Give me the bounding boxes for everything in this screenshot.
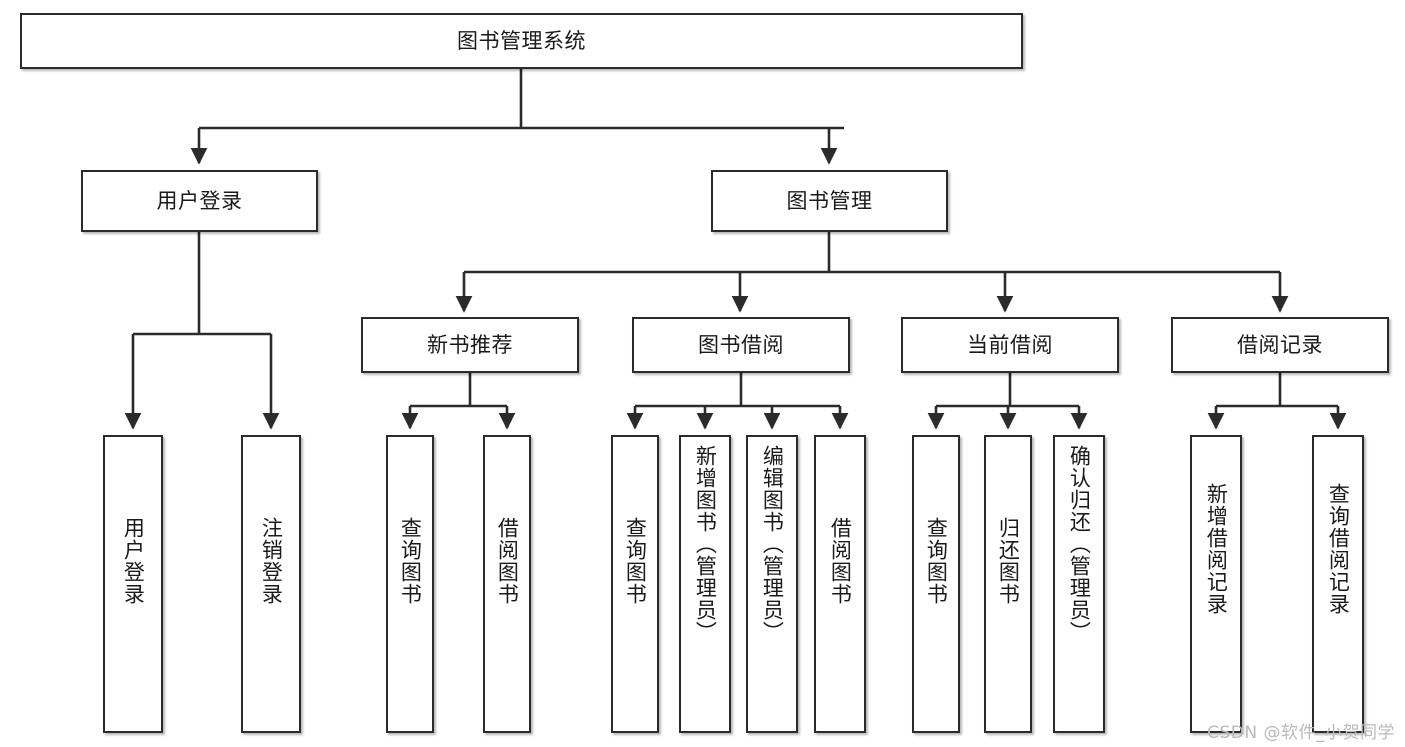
- node-user-login[interactable]: 用户登录: [81, 170, 318, 232]
- node-leaf-edit-book-label: 编辑图书（管理员）: [760, 445, 785, 643]
- node-borrow-record[interactable]: 借阅记录: [1171, 317, 1389, 373]
- node-root[interactable]: 图书管理系统: [20, 13, 1023, 69]
- node-leaf-confirm-return[interactable]: 确认归还（管理员）: [1053, 435, 1105, 733]
- node-leaf-borrow-book-1[interactable]: 借阅图书: [483, 435, 531, 733]
- node-root-label: 图书管理系统: [457, 28, 586, 53]
- node-leaf-confirm-return-label: 确认归还（管理员）: [1067, 445, 1092, 643]
- node-leaf-query-record-label: 查询借阅记录: [1326, 483, 1351, 615]
- node-leaf-return-book[interactable]: 归还图书: [984, 435, 1032, 733]
- node-leaf-query-book-1-label: 查询图书: [398, 517, 423, 605]
- node-book-manage[interactable]: 图书管理: [711, 170, 948, 232]
- node-current-borrow[interactable]: 当前借阅: [901, 317, 1119, 373]
- node-leaf-query-book-3-label: 查询图书: [924, 517, 949, 605]
- node-leaf-query-book-1[interactable]: 查询图书: [386, 435, 434, 733]
- node-leaf-user-login[interactable]: 用户登录: [103, 435, 163, 733]
- node-leaf-return-book-label: 归还图书: [996, 517, 1021, 605]
- node-leaf-borrow-book-2[interactable]: 借阅图书: [814, 435, 866, 733]
- node-user-login-label: 用户登录: [156, 188, 243, 213]
- csdn-watermark: CSDN @软件_小贺同学: [1207, 723, 1395, 743]
- node-leaf-borrow-book-2-label: 借阅图书: [828, 517, 853, 605]
- node-leaf-query-book-3[interactable]: 查询图书: [912, 435, 960, 733]
- node-leaf-logout-label: 注销登录: [259, 517, 284, 605]
- node-borrow-record-label: 借阅记录: [1237, 332, 1323, 357]
- node-leaf-logout[interactable]: 注销登录: [241, 435, 301, 733]
- node-book-borrow[interactable]: 图书借阅: [632, 317, 850, 373]
- node-book-borrow-label: 图书借阅: [698, 332, 784, 357]
- node-new-book-rec-label: 新书推荐: [427, 332, 513, 357]
- node-current-borrow-label: 当前借阅: [967, 332, 1053, 357]
- node-leaf-add-book[interactable]: 新增图书（管理员）: [679, 435, 731, 733]
- node-leaf-add-book-label: 新增图书（管理员）: [693, 445, 718, 643]
- node-new-book-rec[interactable]: 新书推荐: [361, 317, 579, 373]
- node-leaf-add-record-label: 新增借阅记录: [1204, 483, 1229, 615]
- node-leaf-query-book-2-label: 查询图书: [623, 517, 648, 605]
- node-leaf-user-login-label: 用户登录: [121, 517, 146, 605]
- node-leaf-query-book-2[interactable]: 查询图书: [611, 435, 659, 733]
- node-leaf-edit-book[interactable]: 编辑图书（管理员）: [746, 435, 798, 733]
- node-leaf-borrow-book-1-label: 借阅图书: [495, 517, 520, 605]
- node-leaf-add-record[interactable]: 新增借阅记录: [1190, 435, 1242, 733]
- node-book-manage-label: 图书管理: [786, 188, 873, 213]
- node-leaf-query-record[interactable]: 查询借阅记录: [1312, 435, 1364, 733]
